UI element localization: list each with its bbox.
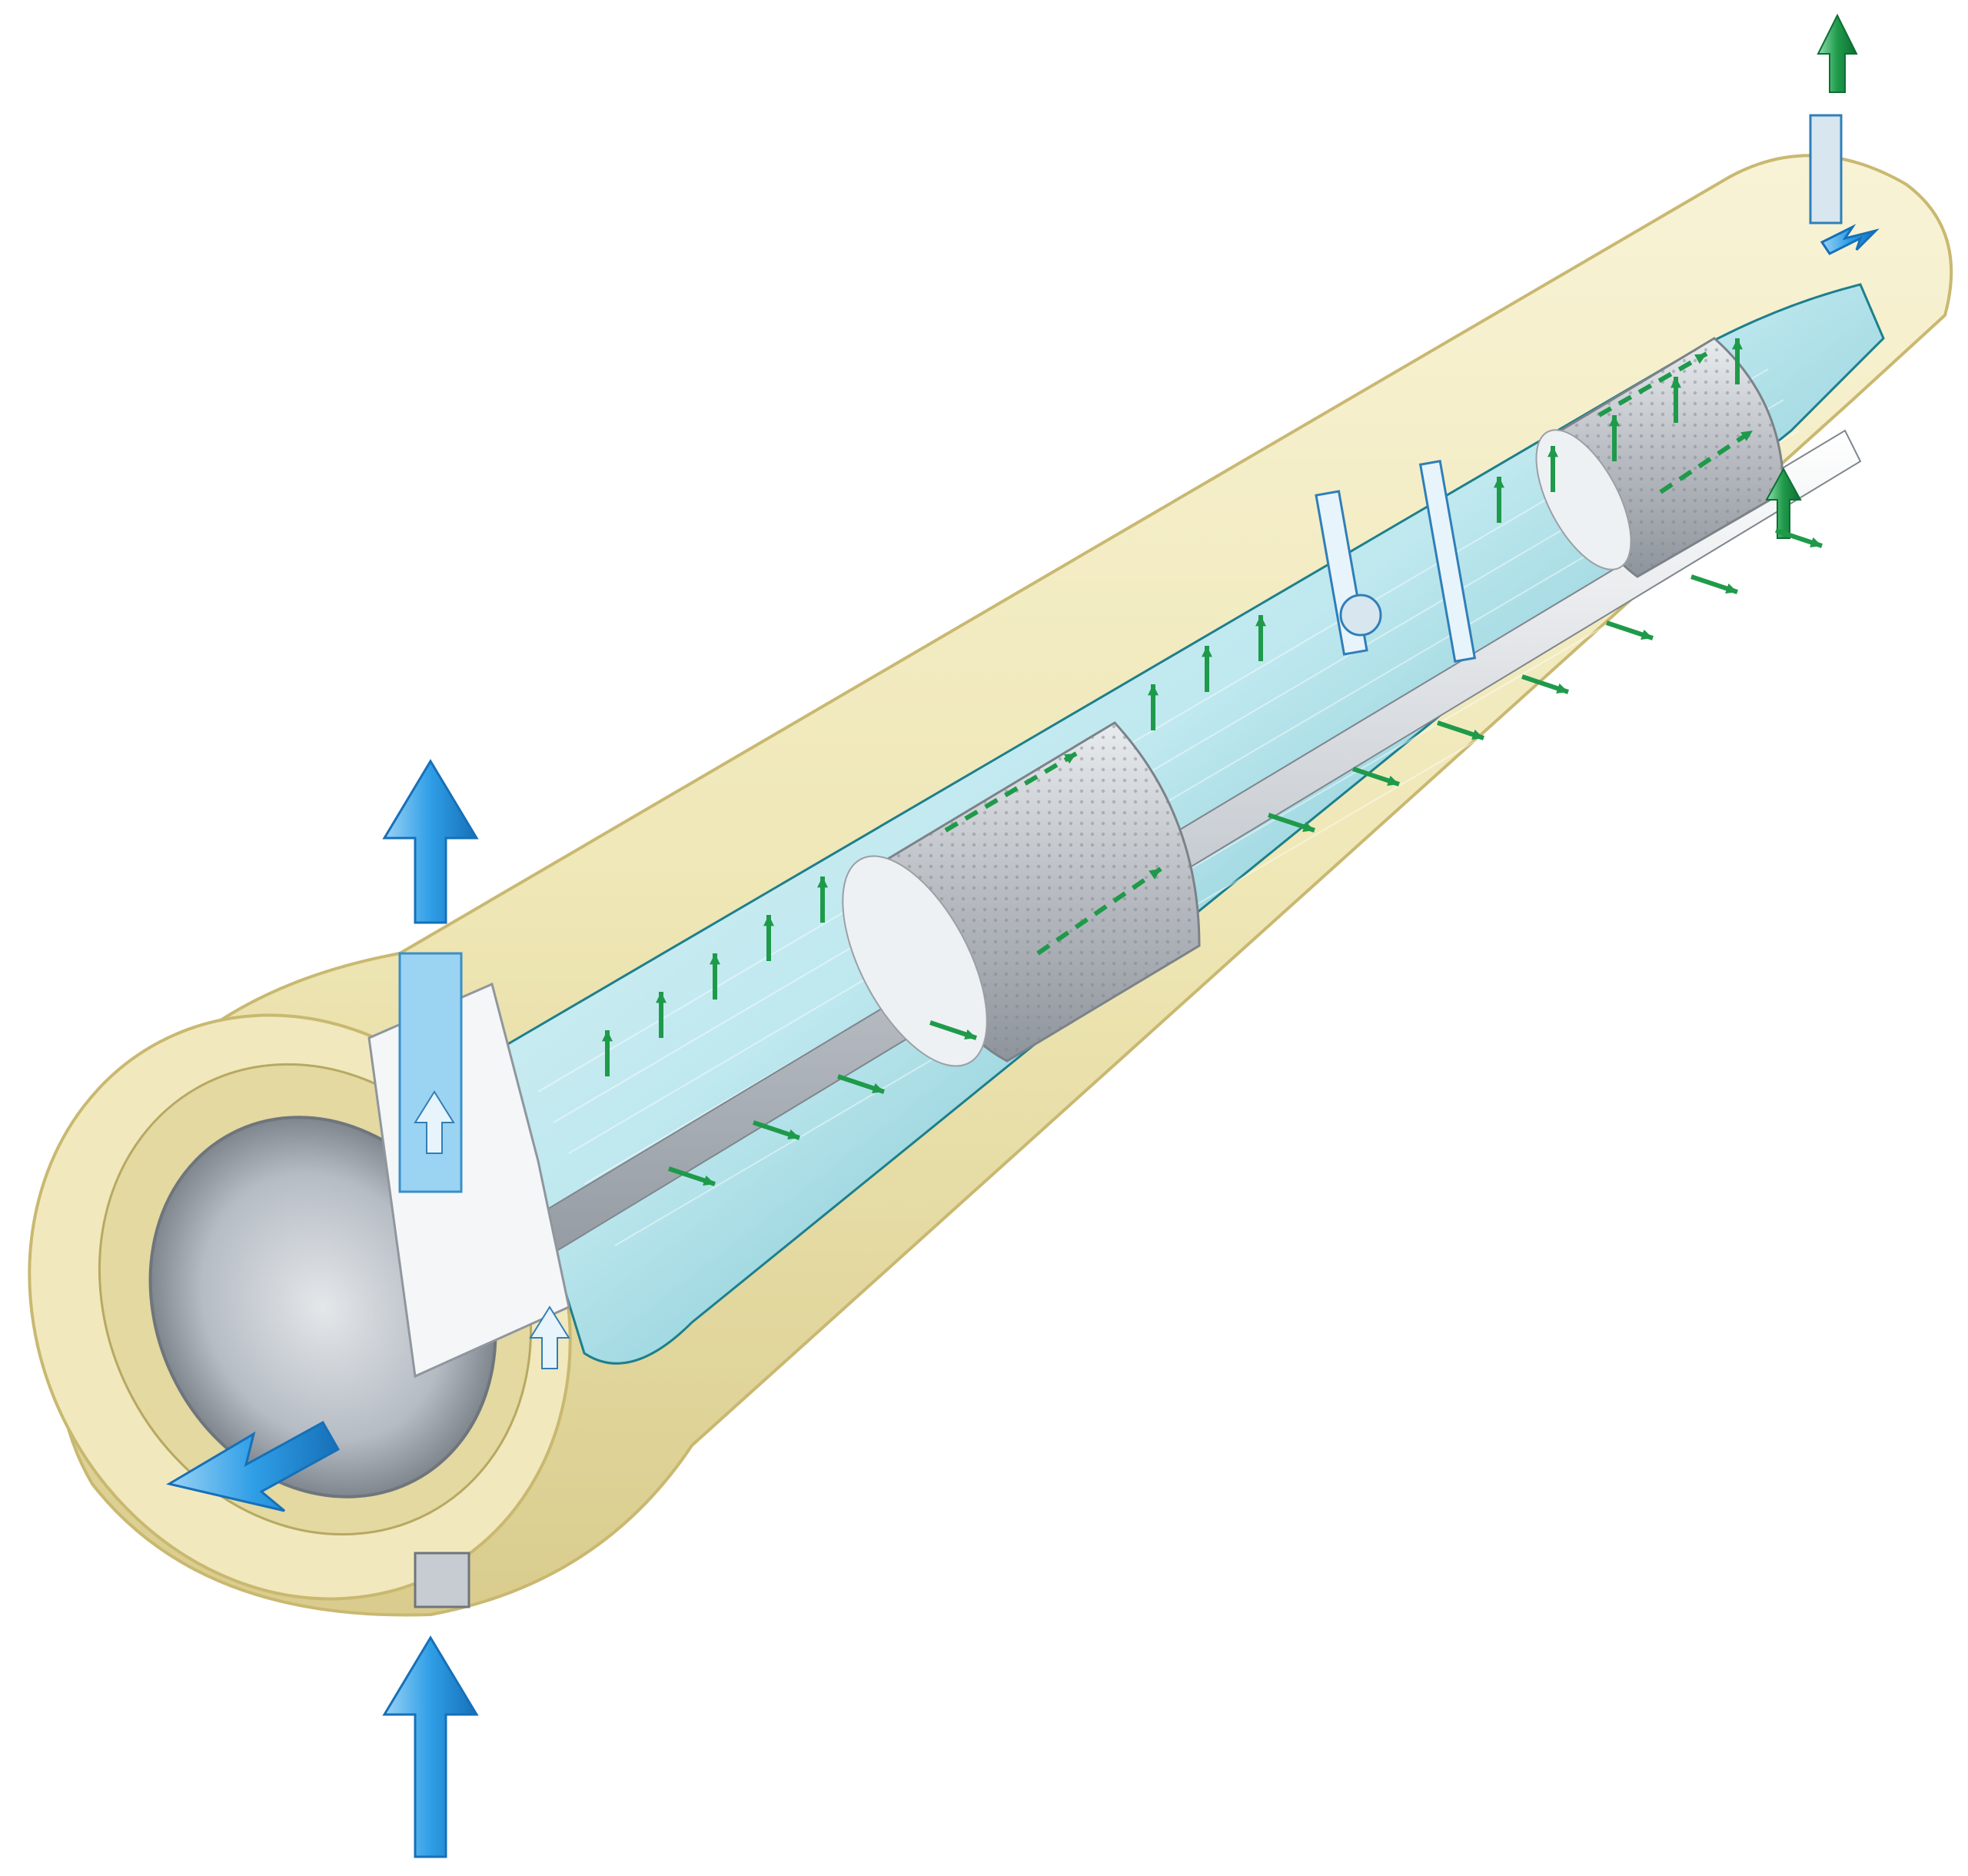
flow-arrow-head (703, 1175, 715, 1186)
flow-arrow-head (1670, 377, 1681, 388)
flow-arrow-head (964, 1029, 976, 1040)
internal-flow-arrows (602, 338, 1823, 1186)
flow-arrow-shaft (1597, 351, 1708, 417)
flow-arrow-shaft (1659, 428, 1754, 494)
permeate-port-far (1809, 114, 1843, 225)
inner-up-arrow-2 (529, 1306, 570, 1369)
flow-arrow-head (1641, 629, 1653, 640)
flow-arrow-head (787, 1129, 800, 1140)
permeate-outlet-arrow (166, 1420, 341, 1512)
feed-inlet-arrow (382, 1635, 479, 1858)
flow-arrow-head (763, 915, 774, 926)
flow-arrow-head (1255, 615, 1266, 627)
flow-arrow-head (1202, 646, 1212, 657)
green-arrows-ports (1765, 13, 1858, 539)
flow-arrow-head (1471, 729, 1484, 740)
concentrate-outlet-arrow (382, 759, 479, 924)
flow-arrow-head (1064, 753, 1076, 764)
flow-arrow-head (817, 876, 828, 888)
flow-arrow-head (1810, 537, 1822, 548)
flow-arrow-head (1556, 683, 1568, 694)
interconnector (1315, 459, 1477, 664)
blue-arrows (166, 224, 1880, 1858)
flow-arrow-head (656, 992, 667, 1003)
membrane-element-2 (1535, 337, 1785, 578)
flow-arrow-head (1302, 821, 1315, 833)
end-cap-assembly (148, 114, 1843, 1608)
far-up-arrow-top (1817, 13, 1858, 93)
inner-up-arrow (414, 1090, 455, 1154)
flow-arrow-head (1494, 477, 1504, 488)
flow-arrow-head (1609, 415, 1620, 427)
concentrate-port (398, 952, 463, 1193)
far-up-arrow-bottom (1765, 467, 1802, 539)
flow-arrow-head (1740, 431, 1753, 441)
flow-arrow-shaft (944, 751, 1078, 833)
flow-arrow-head (872, 1083, 884, 1094)
interior-cavity (490, 283, 1885, 1365)
flow-arrow-head (1387, 775, 1399, 787)
flow-arrow-head (1149, 869, 1161, 880)
membrane-element-1 (842, 721, 1201, 1067)
flow-arrow-head (1694, 354, 1707, 364)
permeate-outlet-arrow-far (1820, 224, 1880, 255)
membrane-elements (842, 337, 1785, 1067)
flow-arrow-head (1148, 684, 1159, 696)
flow-arrow-head (602, 1030, 613, 1042)
flow-arrow-head (710, 953, 720, 965)
feed-port-stub (414, 1552, 470, 1608)
flow-arrow-head (1725, 583, 1737, 594)
flow-arrow-head (1732, 338, 1743, 350)
flow-arrow-head (1547, 446, 1558, 457)
flow-arrow-shaft (1036, 866, 1162, 956)
